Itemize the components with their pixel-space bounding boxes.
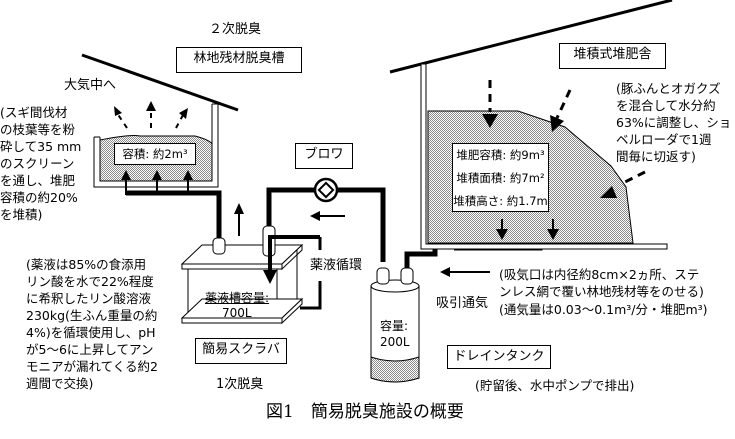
scrubber-tank-label: 薬液槽容量:	[205, 291, 270, 305]
compost-shed-roof	[389, 0, 673, 74]
figure-caption: 図1 簡易脱臭施設の概要	[266, 402, 464, 422]
drain-tank	[370, 267, 420, 383]
forest-deodorizer-title: 林地残材脱臭槽	[176, 47, 302, 73]
drain-capacity-label: 容量:	[380, 319, 409, 333]
blower-label: ブロワ	[295, 143, 353, 169]
compost-height: 堆積高さ: 約1.7m	[453, 194, 548, 208]
scrubber-title: 簡易スクラバ	[195, 338, 287, 364]
compost-spec-box: 堆肥容積: 約9m³ 堆積面積: 約7m² 堆積高さ: 約1.7m	[452, 143, 549, 212]
drain-note: (貯留後、水中ポンプで排出)	[475, 378, 635, 393]
compost-volume: 堆肥容積: 約9m³	[456, 148, 545, 162]
suction-label: 吸引通気	[436, 296, 489, 311]
scrubber-tank-capacity: 700L	[222, 306, 252, 320]
secondary-deodorization-label: ２次脱臭	[209, 22, 262, 37]
drain-capacity: 200L	[380, 335, 410, 349]
pipe-scrubber-to-deodorizer	[126, 190, 222, 238]
blower-symbol[interactable]	[313, 177, 339, 203]
suction-inlet-note: (吸気口は内径約8cm×2ヵ所、ステ ンレス網で覆い林地残材等をのせる)	[499, 267, 704, 299]
compost-area: 堆積面積: 約7m²	[456, 171, 545, 185]
drain-tank-title: ドレインタンク	[447, 345, 551, 369]
pipe-drain-to-blower	[337, 187, 386, 262]
chemical-circulation-label: 薬液循環	[310, 258, 363, 273]
suction-flow-note: (通気量は0.03〜0.1m³/分・堆肥m³)	[499, 302, 708, 317]
liquid-return-pipe	[268, 235, 320, 272]
pipe-blower-to-scrubber	[266, 187, 315, 232]
compost-air-arrows	[482, 80, 646, 240]
deodorizer-note: (スギ間伐材 の枝葉等を粉 砕して35 mm のスクリーン を通し、堆肥 容積の…	[0, 105, 82, 222]
primary-deodorization-label: 1次脱臭	[216, 377, 264, 392]
scrubber-note: (薬液は85%の食添用 リン酸を水で22%程度 に希釈したリン酸溶液 230kg…	[26, 257, 158, 391]
chemical-circulation-line	[300, 237, 322, 310]
compost-note: (豚ふんとオガクズ を混合して水分約 63%に調整し、ショ ベルローダで1週 間…	[616, 81, 732, 164]
compost-shed-title: 堆積式堆肥舎	[559, 43, 666, 69]
deodorizer-capacity: 容積: 約2m³	[114, 143, 196, 165]
deodorizer-roof	[81, 53, 239, 112]
exhaust-arrows	[114, 101, 188, 129]
to-atmosphere-label: 大気中へ	[64, 78, 117, 93]
